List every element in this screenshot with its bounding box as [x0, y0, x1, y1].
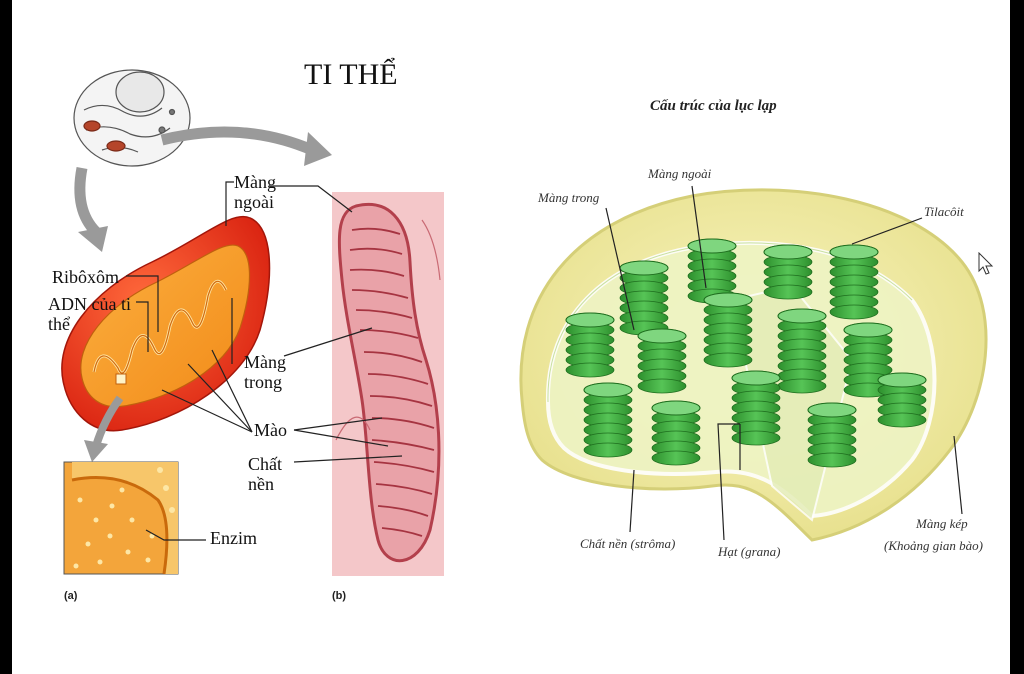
- arrow-to-mito: [74, 166, 101, 236]
- label-ribosome: Ribôxôm: [52, 267, 120, 287]
- micrograph: [332, 192, 444, 576]
- granum: [877, 372, 927, 428]
- chloroplast-title: Cấu trúc của lục lạp: [650, 98, 777, 114]
- label-mang-trong: Màng trong: [244, 352, 286, 392]
- granum: [777, 308, 827, 394]
- label-mao: Mào: [254, 420, 287, 440]
- label-chat-nen: Chất nền: [248, 454, 282, 494]
- granum: [703, 292, 753, 368]
- panel-label-a: (a): [64, 590, 78, 602]
- label-mang-ngoai: Màng ngoài: [234, 172, 276, 212]
- label-chl-chat-nen: Chất nền (strôma): [580, 536, 676, 551]
- label-chl-mang-trong: Màng trong: [538, 190, 600, 205]
- arrow-head: [84, 440, 108, 462]
- label-khoang-gian-bao: (Khoảng gian bào): [884, 538, 983, 553]
- label-mang-kep: Màng kép: [916, 516, 968, 531]
- granum: [763, 244, 813, 300]
- page-title: TI THỂ: [304, 58, 398, 91]
- arrow-head: [78, 226, 108, 252]
- panel-label-b: (b): [332, 590, 347, 602]
- cell-sketch: [73, 69, 191, 167]
- granum: [829, 244, 879, 320]
- granum: [843, 322, 893, 398]
- granum: [731, 370, 781, 446]
- granum: [637, 328, 687, 394]
- slide: TI THỂ Cấu trúc của lục lạp Màng ngoài R…: [12, 0, 1010, 674]
- granum: [583, 382, 633, 458]
- arrow-to-inset: [92, 395, 124, 448]
- granum: [651, 400, 701, 466]
- grana-group: [565, 238, 927, 468]
- granum: [807, 402, 857, 468]
- label-chl-mang-ngoai: Màng ngoài: [648, 166, 712, 181]
- diagram-canvas: [61, 69, 988, 576]
- granum: [565, 312, 615, 378]
- label-enzim: Enzim: [210, 528, 257, 548]
- arrow-to-micrograph: [160, 126, 315, 156]
- arrow-head: [304, 132, 332, 166]
- chl-leader-lines: [605, 185, 963, 541]
- mouse-cursor-icon: [978, 252, 994, 275]
- enzyme-inset: [63, 461, 179, 575]
- mitochondrion-3d: [61, 215, 271, 432]
- label-tilacoit: Tilacôit: [924, 204, 964, 219]
- mito-leader-lines: [126, 181, 403, 541]
- label-adn: ADN của ti thể: [48, 294, 131, 334]
- label-hat-grana: Hạt (grana): [718, 544, 781, 559]
